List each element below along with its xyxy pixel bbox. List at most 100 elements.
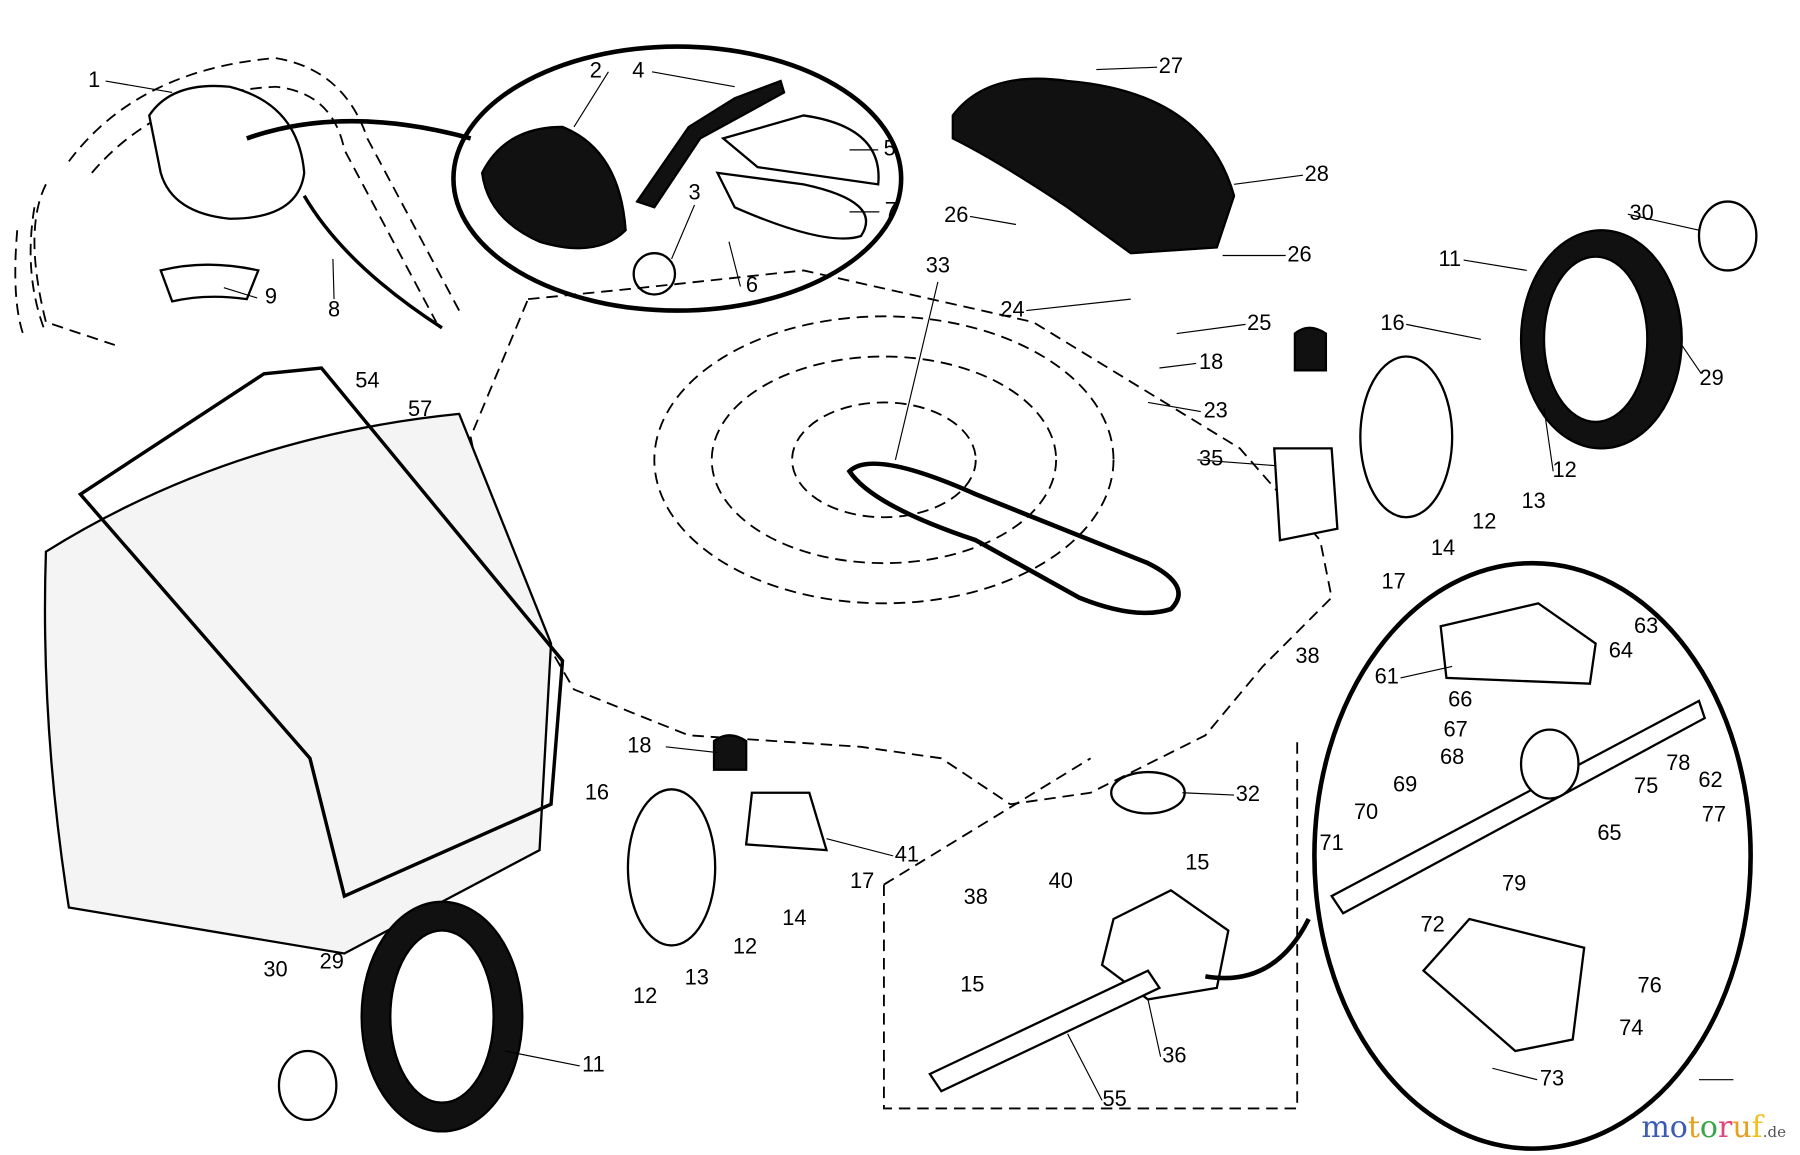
callout: 16 (585, 780, 609, 805)
callout: 26 (1287, 241, 1311, 266)
callout: 55 (1103, 1086, 1127, 1111)
callout: 32 (1236, 781, 1260, 806)
logo-letter: t (1687, 1110, 1700, 1145)
callout: 76 (1637, 973, 1661, 998)
height-adjuster-41 (744, 791, 829, 852)
detail-pointer-2 (1204, 917, 1311, 981)
housing-61 (1439, 602, 1597, 685)
wheel-hub-left (389, 929, 495, 1104)
callout: 23 (1204, 397, 1228, 422)
callout: 54 (355, 368, 379, 393)
callout: 77 (1702, 801, 1726, 826)
axle-55 (928, 969, 1162, 1093)
knob-18-left (712, 734, 748, 771)
plate-part-5 (720, 114, 880, 186)
callout: 40 (1049, 868, 1073, 893)
callout: 11 (1439, 246, 1462, 271)
detail-circle-1 (451, 44, 904, 313)
callout: 38 (964, 884, 988, 909)
callout: 29 (320, 948, 344, 973)
logo-letter: m (1641, 1110, 1670, 1145)
logo-text: motoruf (1641, 1110, 1762, 1145)
cable (302, 194, 443, 330)
logo-letter: o (1699, 1110, 1718, 1145)
control-bail-cover (148, 84, 306, 220)
engine-cover-28 (951, 77, 1236, 255)
callout: 18 (627, 733, 651, 758)
callout: 12 (633, 983, 657, 1008)
plate-part-7 (715, 171, 868, 240)
callout: 66 (1448, 687, 1472, 712)
callout: 17 (1381, 568, 1405, 593)
transmission-36 (1100, 888, 1230, 1001)
callout: 57 (408, 396, 432, 421)
callout: 63 (1634, 613, 1658, 638)
watermark-logo: motoruf.de (1641, 1110, 1786, 1145)
grass-bag (43, 366, 565, 955)
callout: 75 (1634, 773, 1658, 798)
callout: 24 (1000, 296, 1024, 321)
detail-pointer-1 (246, 118, 472, 141)
cover-part-2 (480, 125, 627, 250)
callout: 12 (733, 933, 757, 958)
callout: 28 (1305, 161, 1329, 186)
callout: 13 (685, 964, 709, 989)
height-adjuster-35 (1273, 447, 1339, 542)
hubcap-30-left (277, 1049, 338, 1122)
callout: 6 (746, 272, 758, 297)
callout: 36 (1162, 1043, 1186, 1068)
callout: 26 (944, 202, 968, 227)
callout: 64 (1609, 637, 1633, 662)
callout: 13 (1522, 488, 1546, 513)
height-plate-14-right (1359, 355, 1454, 519)
callout: 67 (1443, 717, 1467, 742)
callout: 18 (1199, 349, 1223, 374)
callout: 72 (1421, 912, 1445, 937)
callout: 73 (1540, 1065, 1564, 1090)
gear-68 (1519, 728, 1580, 800)
callout: 33 (926, 253, 950, 278)
transmission-frame (883, 735, 1299, 1110)
callout: 2 (590, 58, 602, 83)
logo-letter: r (1717, 1110, 1733, 1145)
logo-letter: f (1751, 1110, 1763, 1145)
detail-circle-2 (1312, 560, 1753, 1151)
belt-33 (846, 461, 1181, 616)
callout: 15 (960, 971, 984, 996)
knob-18-right (1293, 326, 1328, 372)
callout: 1 (88, 67, 100, 92)
handle-clip (159, 263, 260, 303)
callout: 74 (1619, 1015, 1643, 1040)
callout: 30 (263, 956, 287, 981)
leader-lines (105, 66, 1734, 1101)
wheel-hub (1542, 255, 1649, 424)
callout: 69 (1393, 772, 1417, 797)
callout: 61 (1375, 664, 1399, 689)
logo-letter: o (1669, 1110, 1688, 1145)
callout: 41 (895, 842, 919, 867)
callout: 38 (1295, 643, 1319, 668)
callout: 71 (1320, 830, 1344, 855)
callout: 68 (1440, 744, 1464, 769)
callout: 65 (1597, 820, 1621, 845)
callout: 7 (885, 198, 897, 223)
callout: 4 (632, 58, 644, 83)
callout: 30 (1629, 200, 1653, 225)
callout: 12 (1472, 509, 1496, 534)
callout: 70 (1354, 799, 1378, 824)
callout: 12 (1553, 457, 1577, 482)
callout: 11 (582, 1052, 605, 1077)
callout: 17 (850, 868, 874, 893)
pulley-32 (1110, 770, 1186, 815)
callout: 62 (1698, 767, 1722, 792)
callout: 79 (1502, 870, 1526, 895)
callout: 8 (328, 296, 340, 321)
lever-part-4 (635, 79, 786, 209)
callout: 27 (1159, 53, 1183, 78)
housing-74 (1421, 917, 1586, 1053)
callout: 78 (1666, 750, 1690, 775)
logo-suffix: .de (1762, 1123, 1786, 1141)
callouts: 1 2 4 5 3 7 6 9 8 27 28 26 26 33 24 25 1… (88, 53, 1726, 1111)
